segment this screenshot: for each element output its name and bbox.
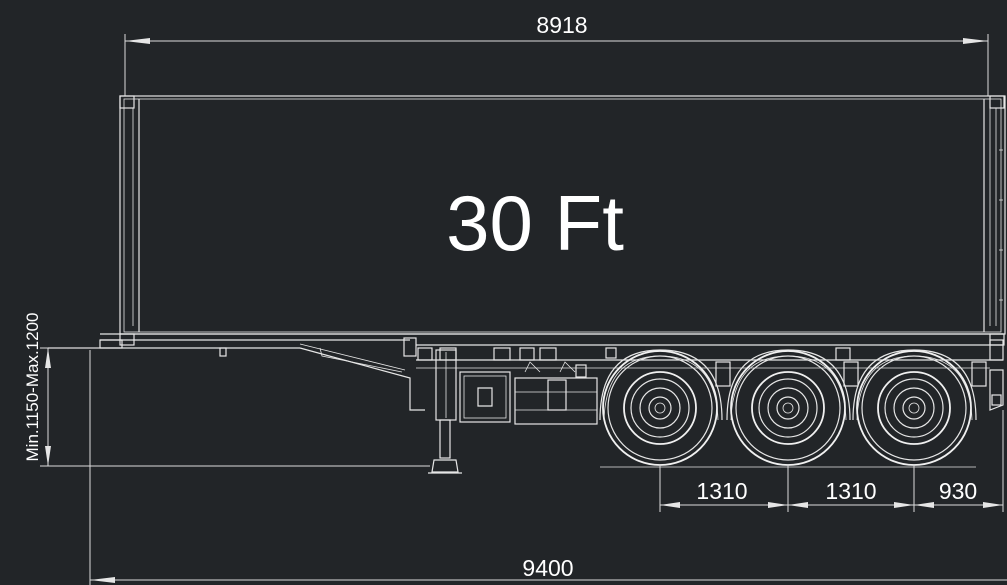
dimension-label-8918: 8918 [536,12,587,38]
dimension-label-rear-overhang: 930 [939,478,977,504]
wheel-2 [730,350,846,466]
dimension-axle-spacing: 1310 1310 930 [659,410,1004,512]
dimension-label-height: Min.1150-Max.1200 [23,313,42,462]
dimension-label-axle-2: 1310 [825,478,876,504]
axle-group [599,349,987,468]
dimension-overall-length: 9400 [89,350,1007,585]
wheel-3 [856,350,972,466]
dimension-fifth-wheel-height: Min.1150-Max.1200 [23,313,430,467]
dimension-label-9400: 9400 [522,555,573,581]
container-size-label: 30 Ft [446,179,624,267]
landing-gear [428,349,598,474]
trailer-chassis [48,333,1004,411]
dimension-label-axle-1: 1310 [696,478,747,504]
dimension-container-length: 8918 [124,12,989,96]
container-30ft: 30 Ft [119,95,1006,346]
wheel-1 [602,350,718,466]
